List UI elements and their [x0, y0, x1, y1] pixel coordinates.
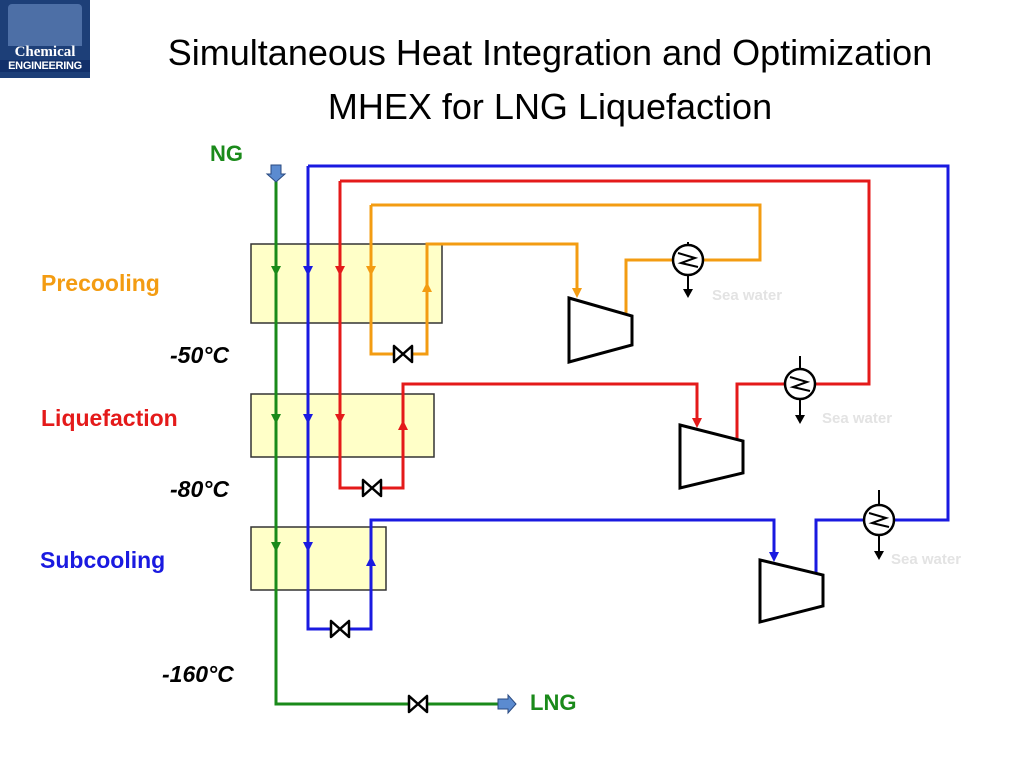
subcooling-seawater-cooler [862, 490, 896, 560]
precooling-compressor [567, 296, 634, 364]
subcooling-label: Subcooling [40, 547, 166, 573]
temperature-label-liquefaction-exit: -80°C [170, 476, 230, 502]
liquefaction-label: Liquefaction [41, 405, 178, 431]
logo-text-chemical: Chemical [14, 44, 76, 60]
liquefaction-seawater-cooler [783, 356, 817, 424]
title-line-2: MHEX for LNG Liquefaction [327, 86, 773, 127]
precooling-seawater-cooler [671, 242, 705, 298]
liquefaction-flow-arrows [335, 266, 702, 430]
title-line-1: Simultaneous Heat Integration and Optimi… [167, 32, 933, 73]
chemical-engineering-logo: Chemical ENGINEERING [0, 0, 90, 78]
ng-label: NG [210, 141, 243, 166]
precooling-label: Precooling [41, 270, 160, 296]
liquefaction-refrigerant-loop [338, 179, 871, 490]
precooling-flow-arrows [366, 266, 582, 298]
lng-outlet-arrow-icon [497, 693, 517, 715]
logo-building-image [8, 4, 82, 46]
lng-label: LNG [530, 690, 577, 715]
temperature-label-subcooling-exit: -160°C [162, 661, 234, 687]
subcooling-compressor [758, 558, 825, 624]
slide-title: Simultaneous Heat Integration and Optimi… [100, 26, 1000, 134]
liquefaction-compressor [678, 423, 745, 490]
mhex-subcooling-block [250, 526, 387, 591]
mhex-liquefaction-block [250, 393, 435, 458]
ng-flow-arrows [271, 266, 281, 552]
mhex-precooling-block [250, 243, 443, 324]
sea-water-label-liquefaction: Sea water [822, 410, 893, 427]
subcooling-expansion-valve-icon [329, 619, 351, 639]
precooling-refrigerant-loop [369, 203, 762, 356]
subcooling-flow-arrows [303, 266, 779, 566]
liquefaction-expansion-valve-icon [361, 478, 383, 498]
ng-inlet-arrow-icon [265, 164, 287, 183]
sea-water-label-precooling: Sea water [712, 287, 783, 304]
temperature-label-precooling-exit: -50°C [170, 342, 230, 368]
sea-water-label-subcooling: Sea water [891, 551, 962, 568]
precooling-expansion-valve-icon [392, 344, 414, 364]
logo-text-engineering: ENGINEERING [0, 60, 90, 72]
lng-outlet-valve-icon [407, 694, 429, 714]
